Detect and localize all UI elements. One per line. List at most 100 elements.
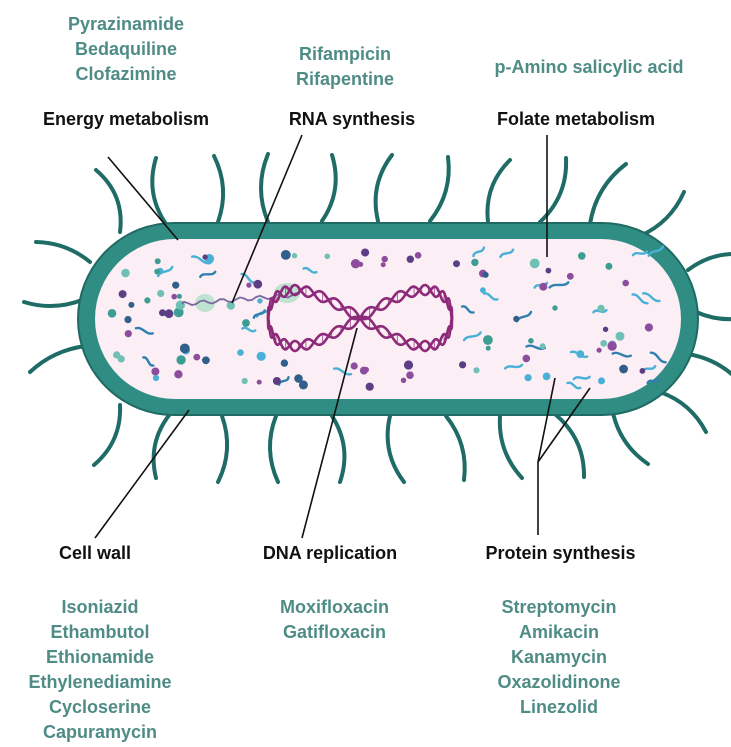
particle (525, 374, 532, 381)
drug-name: Ethylenediamine (5, 670, 195, 695)
particle (281, 359, 288, 366)
particle (351, 259, 360, 268)
flagellum (152, 158, 166, 224)
particle (281, 250, 291, 260)
flagellum (261, 154, 268, 222)
flagellum (96, 170, 121, 232)
particle (128, 302, 134, 308)
particle (619, 365, 628, 374)
particle (153, 375, 159, 381)
label-cell-wall: Cell wall (45, 542, 145, 564)
flagellum (36, 242, 90, 262)
flagellum (388, 416, 404, 482)
label-energy-metabolism: Energy metabolism (20, 108, 232, 130)
particle (172, 282, 179, 289)
particle (242, 378, 248, 384)
particle (603, 327, 608, 332)
flagellum (612, 408, 648, 464)
particle (174, 370, 182, 378)
particle (622, 280, 629, 287)
flagellum (590, 164, 626, 224)
particle (483, 272, 489, 278)
drug-name: Gatifloxacin (252, 620, 417, 645)
label-dna-replication: DNA replication (240, 542, 420, 564)
drugs-rna: RifampicinRifapentine (275, 42, 415, 92)
drug-name: Ethionamide (5, 645, 195, 670)
particle (257, 298, 262, 303)
particle (253, 280, 262, 289)
drug-name: Bedaquiline (41, 37, 211, 62)
particle (176, 355, 185, 364)
particle (543, 373, 551, 381)
flagellum (660, 392, 706, 432)
particle (616, 332, 625, 341)
particle (237, 349, 244, 356)
particle (473, 367, 479, 373)
particle (151, 368, 159, 376)
flagellum (214, 156, 223, 222)
flagellum (500, 416, 522, 478)
flagellum (376, 155, 392, 221)
particle (459, 361, 466, 368)
flagellum (270, 416, 278, 482)
particle (299, 380, 308, 389)
particle (351, 362, 358, 369)
drugs-folate: p-Amino salicylic acid (464, 55, 714, 80)
particle (407, 256, 414, 263)
particle (415, 252, 422, 259)
particle (119, 290, 127, 298)
flagellum (696, 312, 731, 319)
particle (540, 343, 546, 349)
particle (124, 316, 131, 323)
drug-name: Rifapentine (275, 67, 415, 92)
drugs-protein: StreptomycinAmikacinKanamycinOxazolidino… (478, 595, 640, 720)
particle (257, 352, 266, 361)
particle (157, 290, 164, 297)
drug-name: Oxazolidinone (478, 670, 640, 695)
particle (598, 377, 605, 384)
particle (366, 383, 374, 391)
particle (325, 253, 331, 259)
particle (567, 273, 574, 280)
particle (597, 305, 604, 312)
particle (382, 256, 388, 262)
particle (193, 354, 200, 361)
particle (530, 259, 540, 269)
particle (154, 269, 160, 275)
label-folate-metabolism: Folate metabolism (471, 108, 681, 130)
particle (246, 283, 251, 288)
particle (273, 377, 281, 385)
flagellum (430, 157, 449, 221)
particle (257, 380, 262, 385)
label-protein-synthesis: Protein synthesis (463, 542, 658, 564)
particle (513, 316, 519, 322)
particle (605, 263, 612, 270)
rna-fragment (574, 377, 590, 379)
drugs-cell-wall: IsoniazidEthambutolEthionamideEthylenedi… (5, 595, 195, 745)
particle (125, 330, 132, 337)
particle (552, 305, 557, 310)
drug-name: Cycloserine (5, 695, 195, 720)
particle (381, 262, 386, 267)
particle (645, 323, 653, 331)
label-rna-synthesis: RNA synthesis (268, 108, 436, 130)
bacterium-cell-icon (78, 223, 698, 415)
particle (471, 259, 478, 266)
pointer-cell-wall (95, 410, 189, 538)
particle (546, 268, 552, 274)
particle (159, 309, 166, 316)
particle (180, 344, 190, 354)
particle (144, 297, 150, 303)
particle (165, 309, 174, 318)
particle (578, 252, 586, 260)
flagellum (322, 155, 336, 221)
particle (480, 287, 486, 293)
flagellum (556, 415, 584, 477)
flagellum (487, 160, 510, 222)
particle (576, 350, 584, 358)
drug-name: Isoniazid (5, 595, 195, 620)
drug-name: Clofazimine (41, 62, 211, 87)
particle (597, 348, 602, 353)
